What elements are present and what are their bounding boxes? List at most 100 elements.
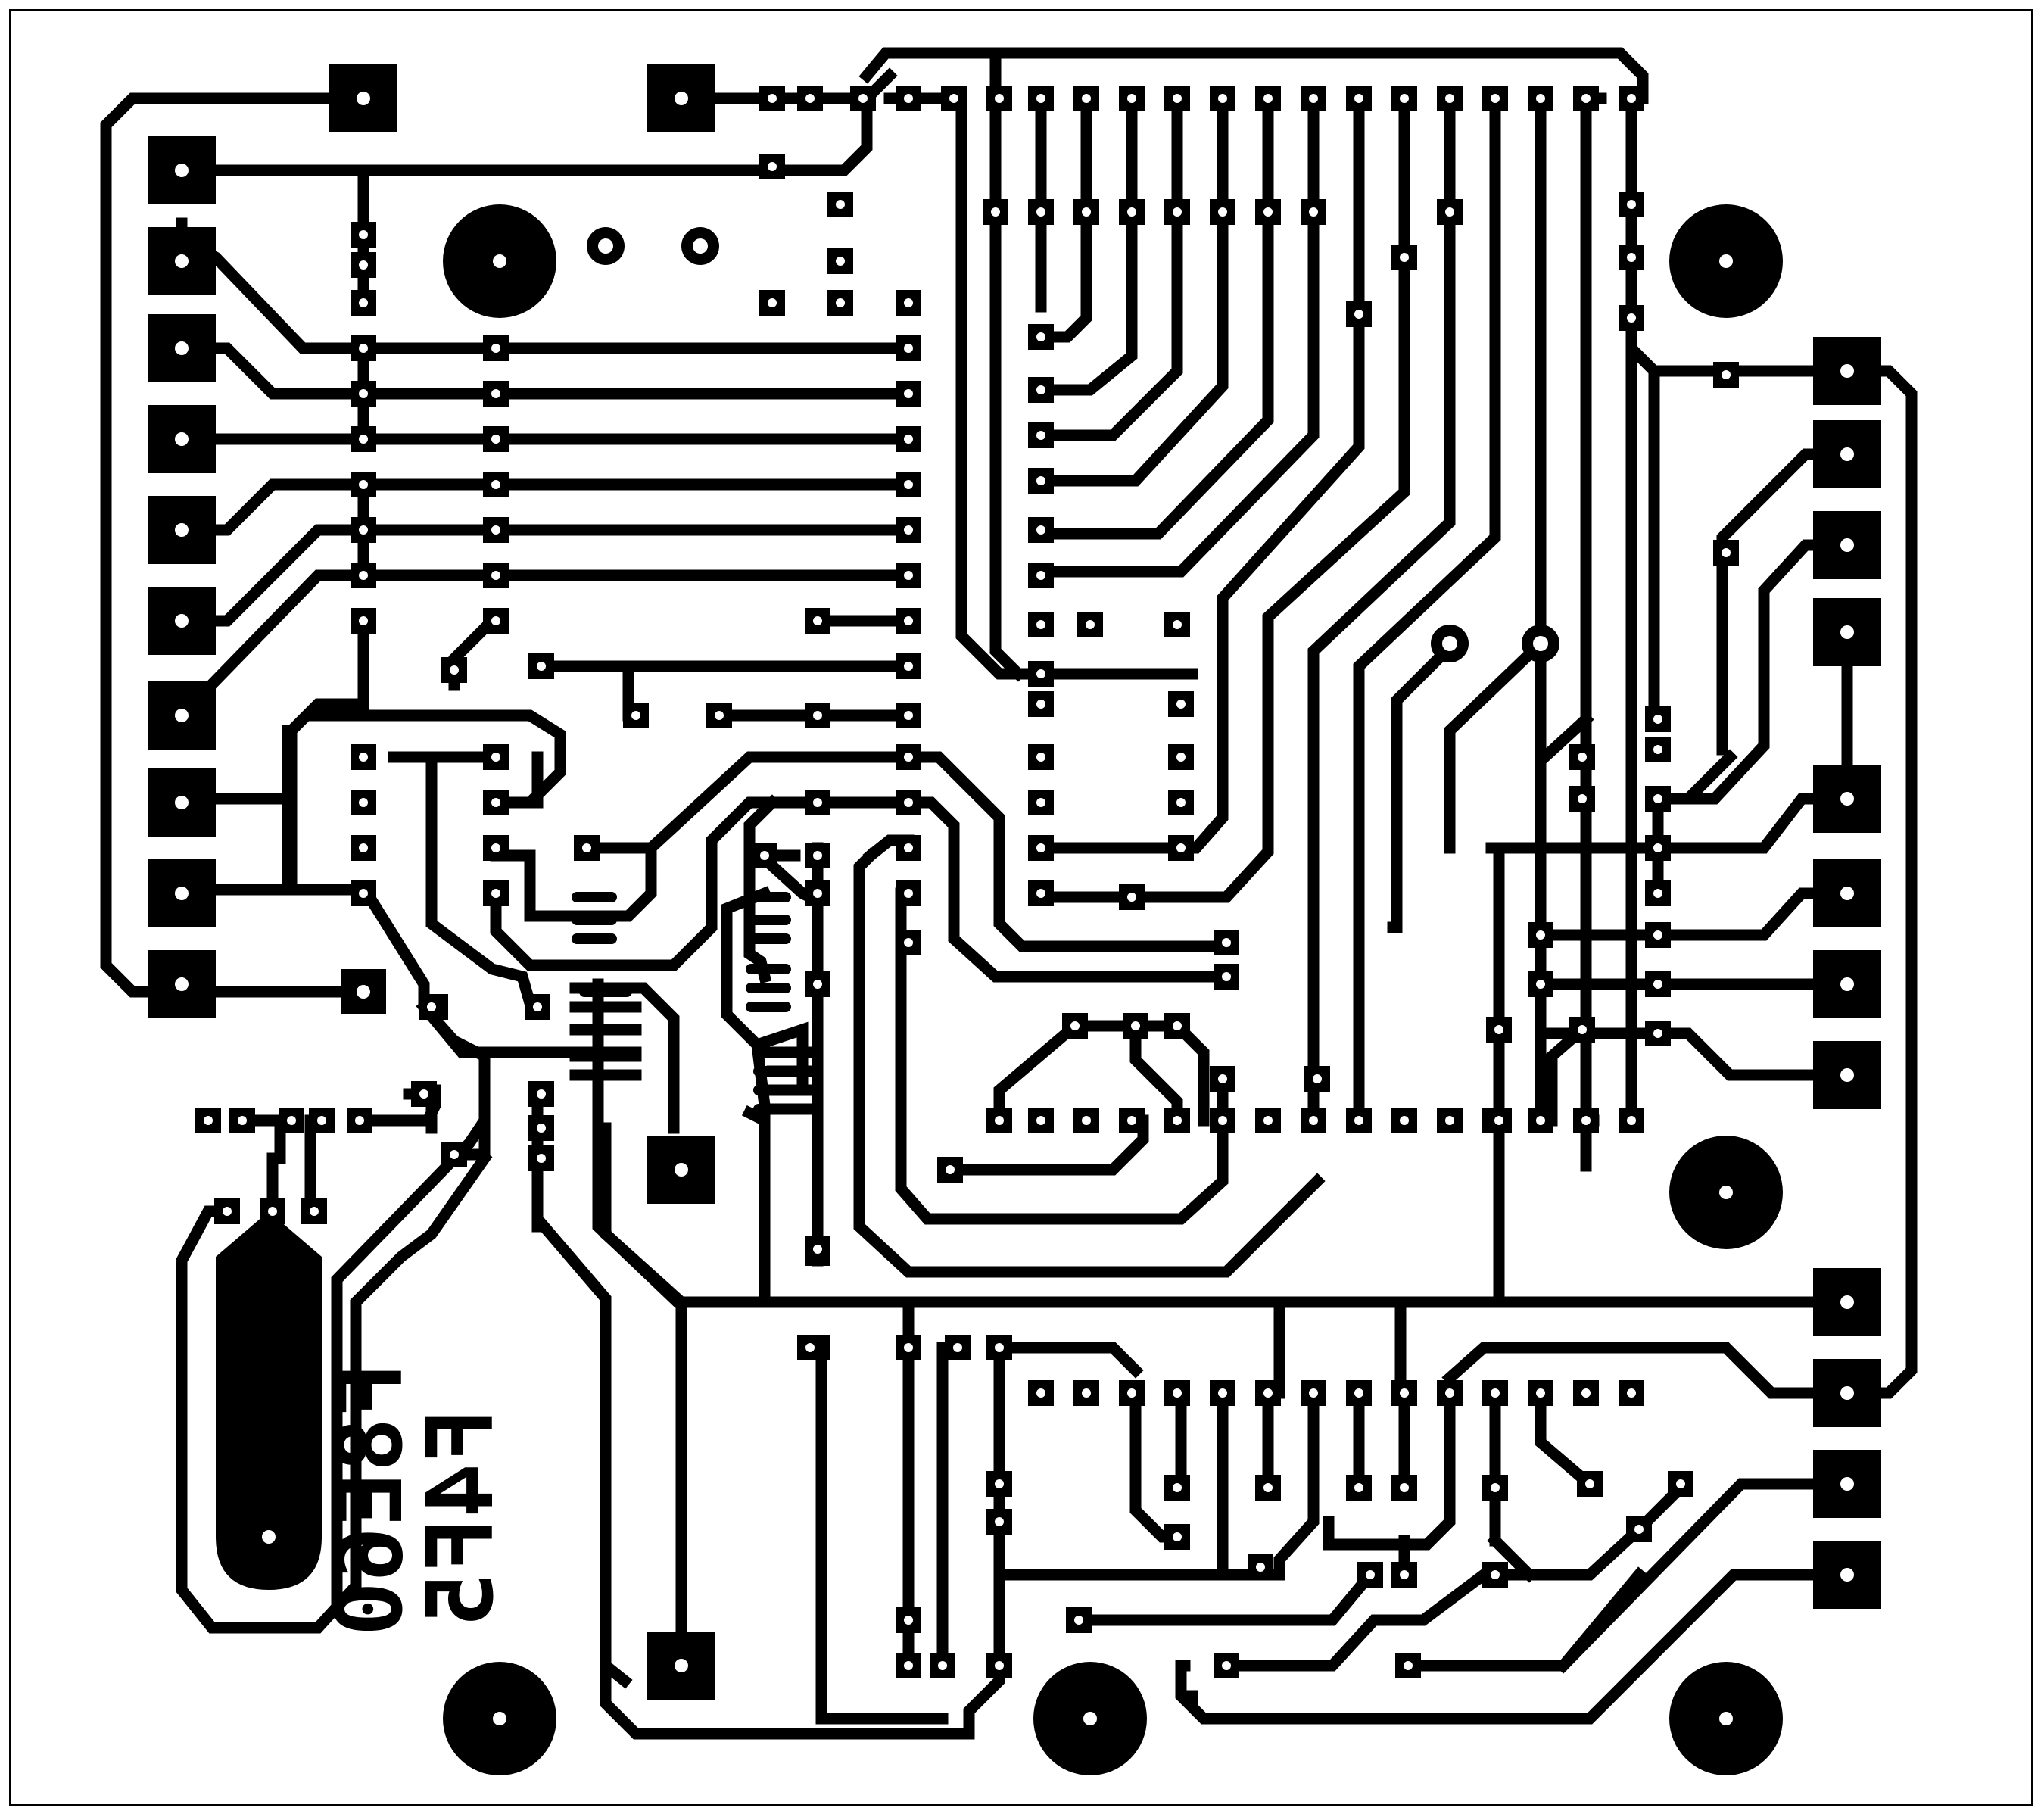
- pad-drill: [1036, 1388, 1045, 1398]
- pad-drill: [1222, 938, 1231, 947]
- pad-drill: [904, 344, 913, 353]
- pad-drill: [836, 257, 845, 266]
- pad-drill: [858, 94, 868, 103]
- pad-drill: [1222, 1661, 1231, 1670]
- pad-drill: [813, 851, 822, 860]
- pad-drill: [1445, 1388, 1454, 1398]
- pad-drill: [491, 753, 500, 762]
- pad-drill: [1127, 94, 1136, 103]
- pad-drill: [1840, 1068, 1854, 1082]
- mount-hole-mid-right: [1669, 1136, 1783, 1249]
- pad-drill: [1627, 200, 1636, 209]
- pad-drill: [904, 1661, 913, 1670]
- pad-drill: [1036, 620, 1045, 629]
- pad-drill: [175, 614, 189, 628]
- pad-drill: [1036, 798, 1045, 807]
- mount-hole-bottom-left: [443, 1662, 556, 1775]
- pad-drill: [1840, 364, 1854, 378]
- pad-drill: [1354, 310, 1363, 319]
- pad-drill: [675, 92, 688, 105]
- pad-drill: [904, 843, 913, 852]
- pad-drill: [1627, 1116, 1636, 1125]
- pad-drill: [1400, 1388, 1409, 1398]
- pad-drill: [1309, 1116, 1318, 1125]
- pad-drill: [1354, 94, 1363, 103]
- pad-drill: [359, 753, 368, 762]
- pad-drill: [1533, 636, 1548, 651]
- pad-drill: [491, 571, 500, 580]
- pad-drill: [693, 238, 708, 254]
- pad-drill: [359, 525, 368, 535]
- pad-drill: [359, 616, 368, 625]
- pad-drill: [1127, 207, 1136, 217]
- pad-drill: [1578, 1025, 1587, 1034]
- pad-drill: [317, 1116, 326, 1125]
- pad-drill: [836, 298, 845, 307]
- pad-drill: [582, 843, 591, 852]
- pad-drill: [953, 1343, 962, 1352]
- pad-drill: [1581, 94, 1591, 103]
- pad-drill: [1442, 636, 1457, 651]
- pad-drill: [359, 389, 368, 398]
- mount-hole-top-right: [1669, 204, 1783, 318]
- pad-drill: [1404, 1661, 1413, 1670]
- pad-drill: [904, 938, 913, 947]
- pad-drill: [1840, 1295, 1854, 1309]
- pad-drill: [1840, 447, 1854, 461]
- pad-drill: [1309, 94, 1318, 103]
- pad-drill: [904, 480, 913, 489]
- pad-drill: [1082, 1388, 1091, 1398]
- smd-pad: [753, 1085, 799, 1095]
- smd-pad: [746, 1002, 791, 1012]
- pad-drill: [1082, 207, 1091, 217]
- pad-drill: [175, 432, 189, 446]
- pad-drill: [1840, 792, 1854, 806]
- pad-drill: [1263, 1483, 1273, 1492]
- pad-drill: [1445, 1116, 1454, 1125]
- pad-drill: [450, 1150, 459, 1159]
- pad-drill: [1840, 887, 1854, 900]
- pad-drill: [1036, 431, 1045, 440]
- pad-drill: [537, 1089, 546, 1099]
- pad-drill: [1173, 1388, 1182, 1398]
- pad-drill: [427, 1002, 436, 1011]
- pad-drill: [1036, 385, 1045, 394]
- pad-drill: [1445, 94, 1454, 103]
- pad-drill: [175, 164, 189, 177]
- pad-drill: [359, 571, 368, 580]
- pad-drill: [491, 435, 500, 444]
- pad-drill: [904, 798, 913, 807]
- pad-drill: [533, 1002, 542, 1011]
- pad-drill: [1218, 1074, 1227, 1083]
- pad-drill: [223, 1207, 232, 1216]
- pad-drill: [1313, 1074, 1322, 1083]
- mount-hole-top-left: [443, 204, 556, 318]
- pad-drill: [904, 435, 913, 444]
- pad-drill: [904, 662, 913, 671]
- pad-drill: [491, 616, 500, 625]
- pad-drill: [995, 1479, 1004, 1488]
- pad-drill: [1036, 332, 1045, 341]
- pad-drill: [175, 341, 189, 355]
- pad-drill: [537, 662, 546, 671]
- pad-drill: [995, 1517, 1004, 1526]
- smd-pad: [746, 964, 791, 974]
- pad-drill: [1256, 1563, 1265, 1572]
- pad-drill: [1074, 1616, 1083, 1625]
- smd-pad: [746, 983, 791, 993]
- pad-drill: [1036, 571, 1045, 580]
- pad-drill: [1653, 889, 1662, 898]
- pad-drill: [1082, 94, 1091, 103]
- pad-drill: [768, 94, 777, 103]
- pad-drill: [1127, 893, 1136, 902]
- pad-drill: [357, 92, 370, 105]
- pad-drill: [1840, 1386, 1854, 1400]
- pad-drill: [175, 977, 189, 991]
- pad-drill: [1578, 794, 1587, 803]
- pad-drill: [760, 851, 769, 860]
- pad-drill: [359, 480, 368, 489]
- pad-drill: [768, 162, 777, 171]
- pad-drill: [1173, 94, 1182, 103]
- pad-drill: [768, 298, 777, 307]
- pad-drill: [1536, 94, 1545, 103]
